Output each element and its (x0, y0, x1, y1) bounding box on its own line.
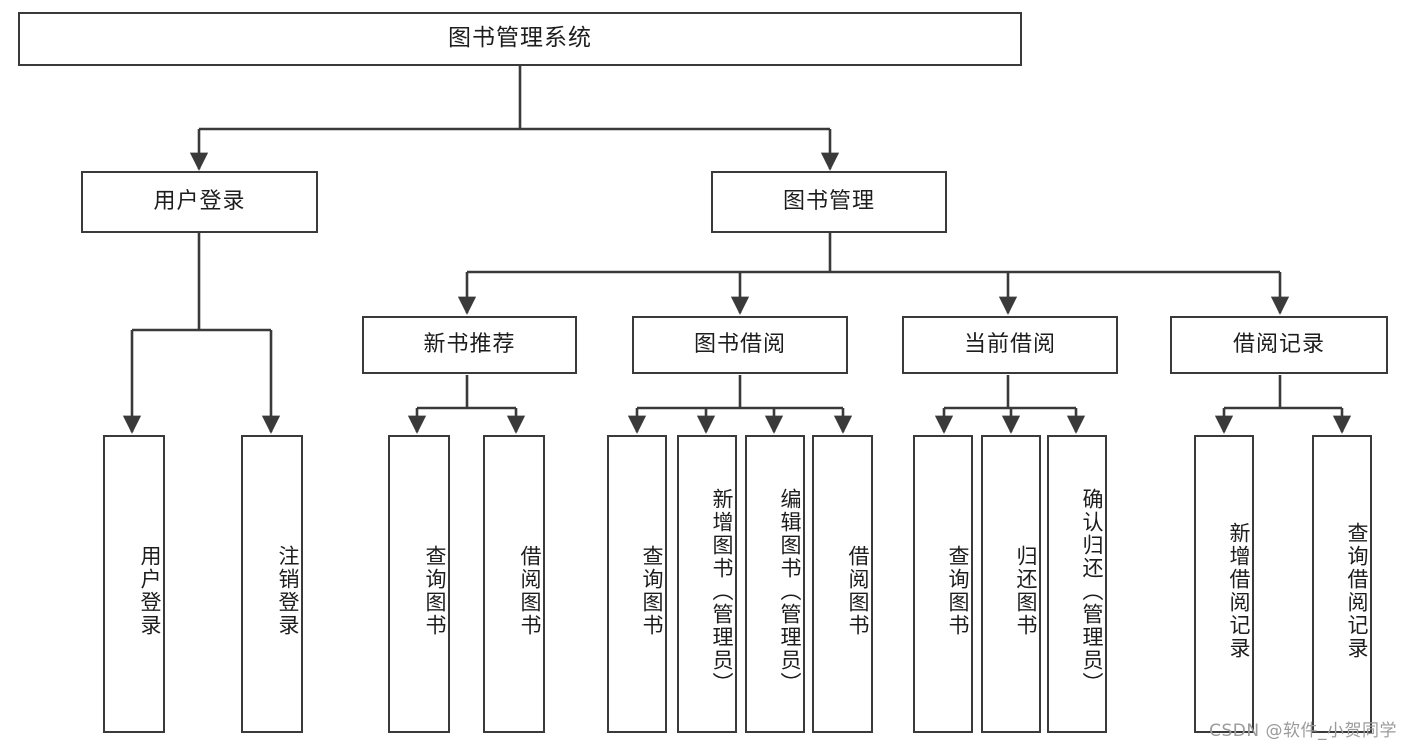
node-leaf-query-book-1[interactable]: 查询图书 (388, 435, 450, 733)
node-leaf-add-record[interactable]: 新增借阅记录 (1194, 435, 1254, 733)
node-current-borrow-label: 当前借阅 (963, 331, 1056, 357)
node-leaf-logout[interactable]: 注销登录 (241, 435, 303, 733)
node-root-label: 图书管理系统 (448, 25, 592, 52)
node-book-borrow-label: 图书借阅 (693, 331, 786, 357)
node-leaf-edit-book[interactable]: 编辑图书（管理员） (745, 435, 805, 733)
node-borrow-record[interactable]: 借阅记录 (1170, 316, 1388, 374)
node-leaf-query-record[interactable]: 查询借阅记录 (1312, 435, 1372, 733)
node-leaf-query-book-1-label: 查询图书 (423, 545, 447, 637)
node-current-borrow[interactable]: 当前借阅 (902, 316, 1118, 374)
node-book-manage-label: 图书管理 (782, 188, 875, 214)
node-leaf-return-book[interactable]: 归还图书 (981, 435, 1041, 733)
node-leaf-query-record-label: 查询借阅记录 (1345, 522, 1369, 660)
node-leaf-confirm-return[interactable]: 确认归还（管理员） (1047, 435, 1107, 733)
node-user-login[interactable]: 用户登录 (81, 171, 318, 233)
node-leaf-user-login-label: 用户登录 (138, 545, 162, 637)
node-leaf-borrow-book-2-label: 借阅图书 (846, 545, 870, 637)
node-leaf-query-book-3-label: 查询图书 (946, 545, 970, 637)
node-new-book-rec-label: 新书推荐 (423, 331, 516, 357)
node-book-borrow[interactable]: 图书借阅 (632, 316, 848, 374)
node-leaf-add-record-label: 新增借阅记录 (1227, 522, 1251, 660)
node-leaf-user-login[interactable]: 用户登录 (103, 435, 165, 733)
node-borrow-record-label: 借阅记录 (1232, 331, 1325, 357)
node-leaf-borrow-book-2[interactable]: 借阅图书 (812, 435, 873, 733)
node-leaf-add-book-label: 新增图书（管理员） (710, 487, 734, 695)
node-book-manage[interactable]: 图书管理 (711, 171, 947, 233)
node-new-book-rec[interactable]: 新书推荐 (362, 316, 577, 374)
node-leaf-confirm-return-label: 确认归还（管理员） (1080, 487, 1104, 695)
watermark-text: CSDN @软件_小贺同学 (1209, 721, 1397, 741)
node-leaf-logout-label: 注销登录 (276, 545, 300, 637)
node-leaf-query-book-2-label: 查询图书 (640, 545, 664, 637)
node-leaf-borrow-book-1-label: 借阅图书 (518, 545, 542, 637)
node-leaf-edit-book-label: 编辑图书（管理员） (778, 487, 802, 695)
node-leaf-borrow-book-1[interactable]: 借阅图书 (483, 435, 545, 733)
node-user-login-label: 用户登录 (153, 188, 246, 214)
node-leaf-return-book-label: 归还图书 (1014, 545, 1038, 637)
node-leaf-query-book-2[interactable]: 查询图书 (607, 435, 667, 733)
node-root[interactable]: 图书管理系统 (18, 12, 1022, 66)
node-leaf-query-book-3[interactable]: 查询图书 (913, 435, 973, 733)
node-leaf-add-book[interactable]: 新增图书（管理员） (677, 435, 737, 733)
